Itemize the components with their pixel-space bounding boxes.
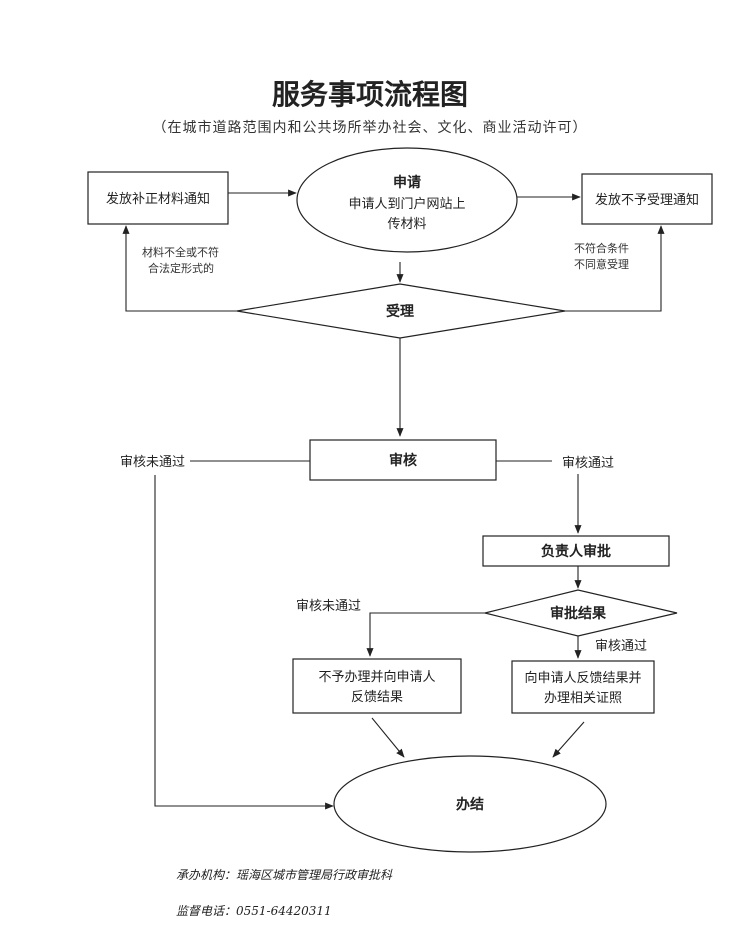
correction-notice-label: 发放补正材料通知 <box>106 191 210 207</box>
finish-label: 办结 <box>456 796 484 813</box>
edge-deny-to-finish <box>371 717 405 758</box>
review-label: 审核 <box>389 452 417 469</box>
deny-result-box <box>292 658 462 714</box>
edge-label-not-qualified-2: 不同意受理 <box>574 257 629 271</box>
approval-result-decision <box>484 589 678 637</box>
footer-agency: 承办机构：瑶海区城市管理局行政审批科 <box>176 868 393 882</box>
edge-label-approval-pass: 审核通过 <box>595 639 647 654</box>
grant-result-line1: 向申请人反馈结果并 <box>524 670 641 686</box>
edge-grant-to-finish <box>552 721 585 758</box>
edge-approval-fail-to-deny <box>366 612 485 657</box>
edge-label-incomplete-2: 合法定形式的 <box>148 261 214 275</box>
reject-notice-box <box>581 173 713 225</box>
page-subtitle: （在城市道路范围内和公共场所举办社会、文化、商业活动许可） <box>153 119 588 136</box>
edge-label-review-fail: 审核未通过 <box>120 455 185 470</box>
apply-node-line2: 传材料 <box>387 217 426 232</box>
footer-phone: 监督电话：0551-64420311 <box>176 904 332 918</box>
finish-node <box>333 755 607 853</box>
grant-result-line2: 办理相关证照 <box>544 691 622 706</box>
page-title: 服务事项流程图 <box>272 78 468 111</box>
apply-node <box>296 147 518 253</box>
edge-review-fail-to-finish <box>154 475 334 810</box>
edge-accept-to-correction <box>122 225 237 312</box>
edge-label-approval-fail: 审核未通过 <box>296 599 361 614</box>
grant-result-box <box>511 660 655 714</box>
review-box <box>309 439 497 481</box>
reject-notice-label: 发放不予受理通知 <box>595 192 699 208</box>
approval-result-label: 审批结果 <box>550 605 607 622</box>
correction-notice-box <box>87 171 229 225</box>
apply-node-title: 申请 <box>393 174 421 191</box>
apply-node-line1: 申请人到门户网站上 <box>348 196 465 212</box>
approval-box <box>482 535 670 567</box>
deny-result-line2: 反馈结果 <box>351 690 403 705</box>
approval-label: 负责人审批 <box>541 543 611 560</box>
edge-accept-to-reject <box>565 225 665 312</box>
edge-label-review-pass: 审核通过 <box>562 456 614 471</box>
deny-result-line1: 不予办理并向申请人 <box>318 669 435 685</box>
edge-label-incomplete-1: 材料不全或不符 <box>142 245 219 259</box>
accept-decision-label: 受理 <box>386 303 414 320</box>
edge-label-not-qualified-1: 不符合条件 <box>574 241 629 255</box>
